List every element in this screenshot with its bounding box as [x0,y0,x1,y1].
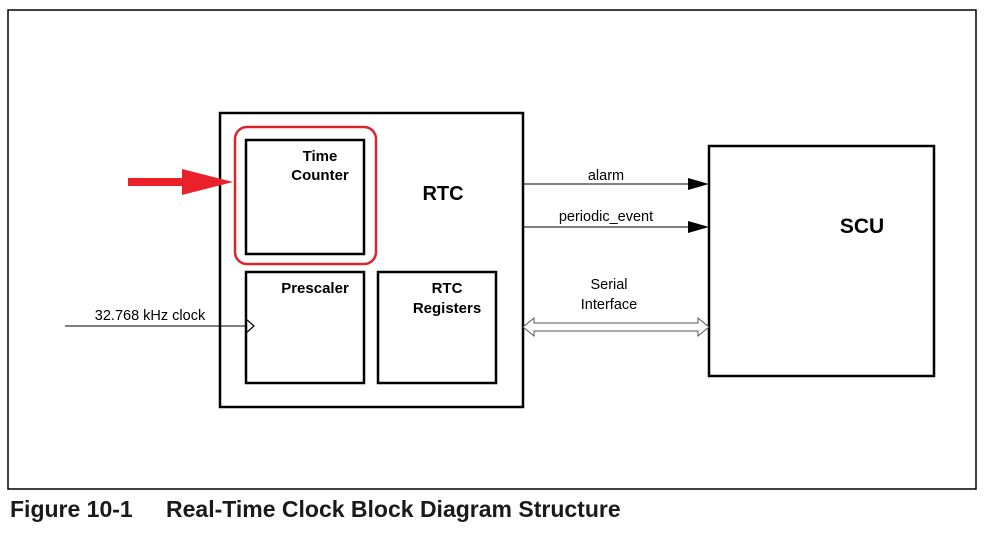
scu-block [707,144,936,378]
pointer-arrow [128,169,233,195]
serial-interface-label-line1: Serial [590,277,627,293]
figure-title: Real-Time Clock Block Diagram Structure [166,496,621,522]
scu-label: SCU [840,215,884,238]
time-counter-label-line1: Time [303,148,338,165]
time-counter-label-line2: Counter [291,167,349,184]
rtc-registers-block [376,270,498,385]
time-counter-highlight [233,125,378,266]
rtc-block [218,111,525,409]
prescaler-block [244,270,366,385]
periodic-event-label: periodic_event [559,209,653,225]
periodic-event-arrow [523,221,709,233]
figure-caption: Figure 10-1 Real-Time Clock Block Diagram… [10,496,621,523]
figure-frame [7,9,977,490]
time-counter-block [244,138,366,256]
figure-number: Figure 10-1 [10,496,133,522]
rtc-registers-label-line1: RTC [432,280,463,297]
serial-interface-arrow [522,316,710,338]
serial-interface-label-line2: Interface [581,297,637,313]
rtc-label: RTC [422,183,463,205]
clock-input-label: 32.768 kHz clock [95,308,206,324]
alarm-label: alarm [588,168,624,184]
rtc-block-diagram: RTC Time Counter Prescaler RTC Registers… [7,9,977,490]
prescaler-label: Prescaler [281,280,349,297]
clock-input-marker [245,318,255,334]
rtc-registers-label-line2: Registers [413,300,481,317]
alarm-arrow [523,178,709,190]
